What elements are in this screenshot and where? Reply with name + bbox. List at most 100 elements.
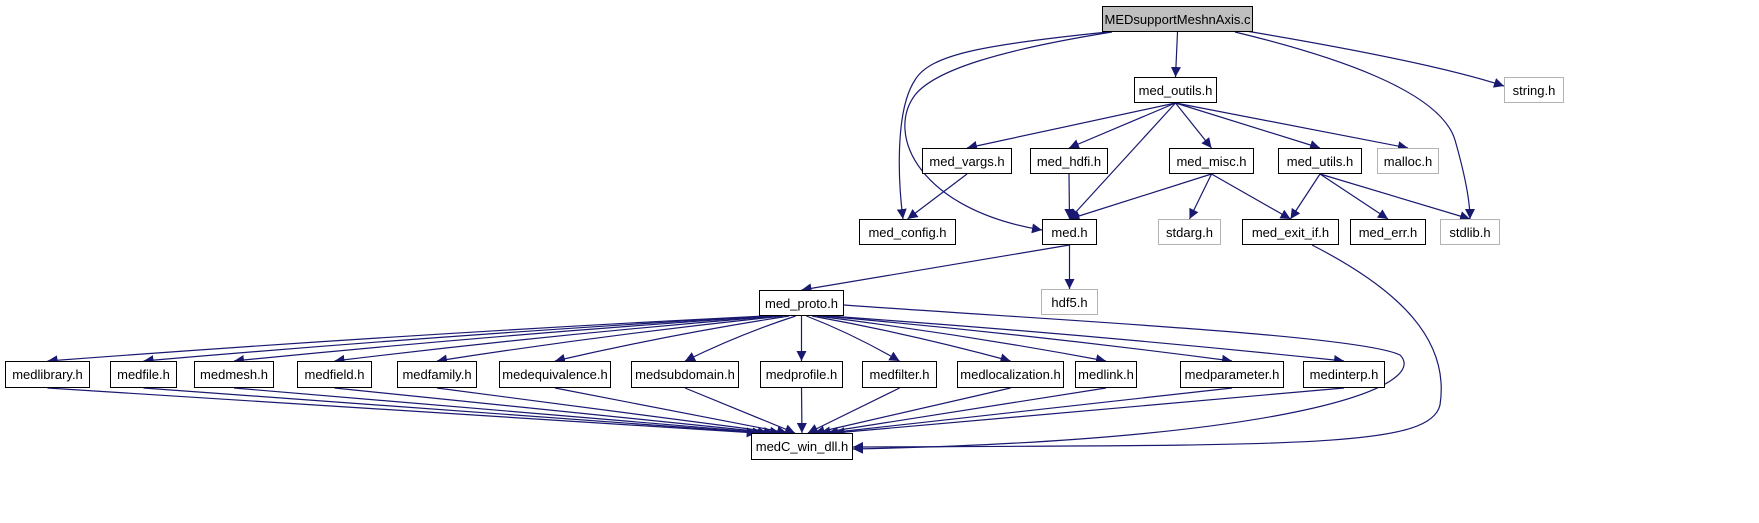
node-label: stdarg.h [1166,224,1213,240]
node-med-exit-if[interactable]: med_exit_if.h [1242,219,1339,245]
node-label: malloc.h [1383,153,1433,169]
node-med-err[interactable]: med_err.h [1350,219,1426,245]
node-label: medmesh.h [200,367,268,382]
node-medsubdomain[interactable]: medsubdomain.h [631,361,739,388]
node-medparameter[interactable]: medparameter.h [1180,361,1284,388]
node-label: medsubdomain.h [635,367,735,382]
edge-med-outils-to-med-vargs [966,102,1176,151]
edge-med-utils-to-med-err [1319,173,1389,220]
edge-med-proto-to-medlibrary [47,315,764,366]
node-label: med_config.h [868,224,947,240]
node-label: medparameter.h [1184,367,1280,382]
node-label: med_exit_if.h [1251,224,1330,240]
edge-med-proto-to-medequivalence [554,315,790,364]
node-malloc[interactable]: malloc.h [1377,148,1439,174]
edge-medfield-to-medC-win-dll [334,387,775,437]
edge-medlibrary-to-medC-win-dll [47,387,757,438]
node-medlibrary[interactable]: medlibrary.h [5,361,90,388]
node-medmesh[interactable]: medmesh.h [194,361,274,388]
node-label: hdf5.h [1051,294,1088,310]
node-med-proto[interactable]: med_proto.h [759,290,844,316]
node-stdarg[interactable]: stdarg.h [1158,219,1221,245]
node-med-config[interactable]: med_config.h [859,219,956,245]
node-label: medfilter.h [869,367,930,382]
node-med-hdfi[interactable]: med_hdfi.h [1030,148,1108,174]
edge-med-proto-to-medC-win-dll [843,304,1405,454]
node-label: medprofile.h [765,367,838,382]
node-med-vargs[interactable]: med_vargs.h [922,148,1012,174]
edge-root-to-med [904,31,1113,234]
edge-medfilter-to-medC-win-dll [807,387,900,434]
edge-med-proto-to-medfamily [436,315,784,365]
node-medprofile[interactable]: medprofile.h [760,361,843,388]
node-label: medfield.h [304,367,365,382]
node-medC-win-dll[interactable]: medC_win_dll.h [751,433,853,460]
edge-med-proto-to-medinterp [828,315,1345,365]
node-label: med_proto.h [765,295,838,311]
edge-med-vargs-to-med-config [907,173,968,220]
node-medfile[interactable]: medfile.h [110,361,177,388]
node-label: medlink.h [1078,367,1134,382]
node-label: med_err.h [1358,224,1418,240]
edge-med-misc-to-med [1069,173,1212,221]
node-label: string.h [1512,82,1556,98]
edge-medsubdomain-to-medC-win-dll [684,387,796,434]
node-medequivalence[interactable]: medequivalence.h [499,361,611,388]
node-label: med_hdfi.h [1036,153,1102,169]
node-med-outils[interactable]: med_outils.h [1134,77,1217,103]
edge-med-outils-to-malloc [1175,102,1409,152]
node-medfilter[interactable]: medfilter.h [862,361,937,388]
node-label: medlibrary.h [12,367,83,382]
edge-medfamily-to-medC-win-dll [436,387,781,437]
node-medinterp[interactable]: medinterp.h [1303,361,1385,388]
edge-med-proto-to-medfile [143,315,769,366]
node-label: med_utils.h [1286,153,1354,169]
edge-medinterp-to-medC-win-dll [834,387,1345,438]
node-medlink[interactable]: medlink.h [1075,361,1137,388]
node-label: medC_win_dll.h [755,439,849,454]
node-medfield[interactable]: medfield.h [297,361,372,388]
edge-medlocalization-to-medC-win-dll [814,387,1011,436]
node-med-utils[interactable]: med_utils.h [1278,148,1362,174]
edge-medmesh-to-medC-win-dll [233,387,768,438]
node-string[interactable]: string.h [1504,77,1564,103]
node-med-misc[interactable]: med_misc.h [1169,148,1254,174]
edge-med-proto-to-medlink [816,315,1107,365]
edge-med-to-med-proto [801,244,1070,294]
node-root[interactable]: MEDsupportMeshnAxis.c [1102,6,1253,32]
node-medfamily[interactable]: medfamily.h [397,361,477,388]
edge-med-proto-to-medlocalization [811,315,1011,364]
edge-medfile-to-medC-win-dll [143,387,763,438]
edge-med-misc-to-stdarg [1188,173,1213,220]
edge-med-exit-if-to-medC-win-dll [852,244,1442,452]
edge-med-outils-to-med-utils [1175,102,1321,150]
edge-med-outils-to-med [1069,102,1176,220]
edge-med-outils-to-med-misc [1175,102,1212,149]
edge-medlink-to-medC-win-dll [820,387,1107,437]
edge-med-proto-to-medmesh [233,315,774,365]
edge-medparameter-to-medC-win-dll [827,387,1233,437]
node-label: stdlib.h [1449,224,1491,240]
edge-root-to-med-outils [1170,31,1181,78]
node-label: medfile.h [117,367,170,382]
node-med[interactable]: med.h [1042,219,1097,245]
node-label: med_outils.h [1138,82,1213,98]
node-label: medfamily.h [402,367,472,382]
node-stdlib[interactable]: stdlib.h [1440,219,1500,245]
node-medlocalization[interactable]: medlocalization.h [957,361,1064,388]
edge-med-proto-to-medparameter [822,315,1233,365]
edge-med-proto-to-medfield [334,315,779,365]
node-label: medequivalence.h [502,367,608,382]
node-label: MEDsupportMeshnAxis.c [1104,11,1251,27]
edge-root-to-med-config [896,31,1109,220]
node-hdf5[interactable]: hdf5.h [1041,289,1098,315]
node-label: med.h [1051,224,1088,240]
edge-root-to-string [1239,29,1505,88]
edge-med-utils-to-med-exit-if [1289,173,1321,220]
edge-med-utils-to-stdlib [1319,173,1471,221]
edge-med-misc-to-med-exit-if [1211,173,1291,220]
edge-med-hdfi-to-med [1064,173,1075,220]
node-label: medlocalization.h [960,367,1061,382]
